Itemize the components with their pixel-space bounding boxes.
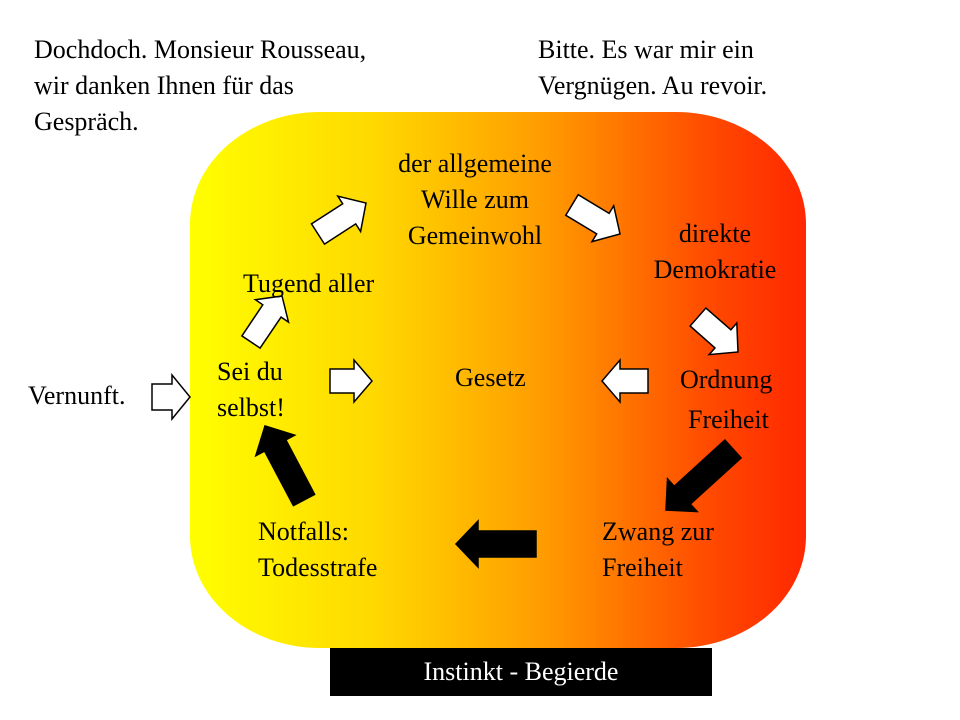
arrow-tugend-to-wille-icon — [310, 195, 367, 246]
node-sei-du-selbst: Sei du selbst! — [217, 357, 285, 422]
node-gesetz: Gesetz — [455, 363, 526, 392]
arrow-zwang-to-notfalls-icon — [454, 519, 537, 569]
arrow-sei-to-gesetz-icon — [329, 357, 373, 405]
arrow-wille-to-demokratie-icon — [564, 193, 621, 243]
node-vernunft: Vernunft. — [28, 381, 126, 410]
arrow-demokratie-to-ordnung-icon — [689, 306, 739, 356]
interviewer-dialogue: Dochdoch. Monsieur Rousseau, wir danken … — [34, 35, 367, 136]
arrow-vernunft-to-sei-icon — [151, 372, 191, 422]
node-freiheit: Freiheit — [688, 405, 769, 434]
arrow-sei-to-tugend-icon — [240, 295, 290, 350]
node-ordnung: Ordnung — [680, 365, 773, 394]
arrow-notfalls-to-sei-icon — [254, 425, 316, 507]
node-tugend-aller: Tugend aller — [243, 269, 375, 298]
arrow-ordnung-to-gesetz-icon — [601, 357, 649, 405]
footer-instinkt-begierde: Instinkt - Begierde — [330, 648, 712, 696]
node-direkte-demokratie: direkte Demokratie — [653, 219, 777, 284]
node-allgemeine-wille: der allgemeine Wille zum Gemeinwohl — [398, 149, 552, 250]
rousseau-dialogue: Bitte. Es war mir ein Vergnügen. Au revo… — [538, 35, 768, 100]
node-zwang-zur-freiheit: Zwang zur Freiheit — [602, 517, 714, 582]
node-notfalls-todesstrafe: Notfalls: Todesstrafe — [258, 517, 378, 582]
arrow-freiheit-to-zwang-icon — [665, 439, 743, 513]
cycle-background-shape — [190, 112, 806, 648]
